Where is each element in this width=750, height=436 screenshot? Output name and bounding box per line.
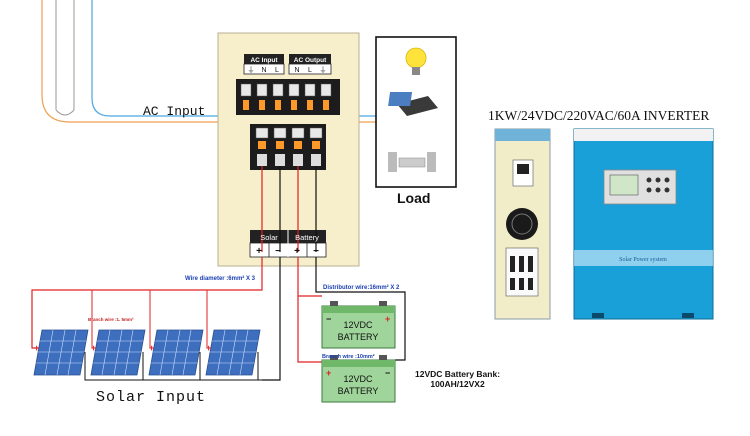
load-box — [375, 36, 457, 188]
svg-text:+: + — [385, 314, 390, 324]
solar-input-label: Solar Input — [96, 389, 207, 406]
inverter-side-view — [494, 128, 551, 320]
battery-bank-label: 12VDC Battery Bank: 100AH/12VX2 — [415, 369, 500, 389]
ac-output-term-n: N — [294, 67, 299, 74]
svg-text:−: − — [385, 368, 390, 378]
svg-text:+: + — [326, 368, 331, 378]
battery-1-line2: BATTERY — [338, 332, 379, 342]
battery-bottom: + − — [321, 355, 396, 403]
ac-output-term-ground: ⏚ — [320, 66, 327, 74]
inverter-front-view: Solar Power system — [573, 128, 714, 320]
lightbulb-icon — [405, 47, 427, 75]
ac-input-title: AC Input — [250, 57, 278, 64]
controller-unit — [217, 32, 360, 267]
ac-input-cables — [41, 0, 255, 123]
ac-input-label: AC Input — [143, 104, 206, 119]
ac-output-term-l: L — [308, 67, 312, 74]
solar-terminal-label: Solar — [260, 233, 278, 242]
solar-panel — [90, 329, 146, 376]
battery-minus-label: − — [313, 246, 319, 257]
battery-bank: − + + − — [321, 301, 396, 403]
branch-wire-battery-label: Branch wire :10mm² — [322, 354, 375, 360]
solar-plus-label: + — [256, 246, 262, 257]
battery-top: − + — [321, 301, 396, 349]
battery-2-line1: 12VDC — [343, 374, 373, 384]
television-icon — [388, 92, 438, 116]
solar-minus-label: − — [275, 246, 281, 257]
load-label: Load — [397, 190, 431, 206]
solar-panel-array: + + + + — [33, 329, 261, 376]
battery-plus-label: + — [294, 246, 300, 257]
svg-text:−: − — [326, 314, 331, 324]
inverter-band-text: Solar Power system — [619, 257, 667, 263]
battery-bank-label-line2: 100AH/12VX2 — [430, 379, 485, 389]
dc-wires — [31, 166, 406, 381]
solar-panel — [148, 329, 204, 376]
wire-diameter-label: Wire diameter :6mm² X 3 — [185, 276, 255, 282]
ac-input-term-n: N — [261, 67, 266, 74]
ac-output-title: AC Output — [294, 57, 327, 64]
svg-text:+: + — [149, 343, 154, 353]
svg-text:+: + — [91, 343, 96, 353]
lcd-screen — [609, 174, 639, 196]
ac-input-header — [244, 54, 284, 64]
distributor-wire-label: Distributor wire:16mm² X 2 — [323, 285, 400, 291]
ac-input-term-ground: ⏚ — [248, 66, 255, 74]
solar-panel — [33, 329, 89, 376]
battery-bank-label-line1: 12VDC Battery Bank: — [415, 369, 501, 379]
battery-1-line1: 12VDC — [343, 320, 373, 330]
svg-text:+: + — [206, 343, 211, 353]
inverter-title: 1KW/24VDC/220VAC/60A INVERTER — [488, 108, 710, 123]
ac-input-term-l: L — [275, 67, 279, 74]
solar-panel — [205, 329, 261, 376]
battery-2-line2: BATTERY — [338, 386, 379, 396]
svg-text:+: + — [34, 343, 39, 353]
ac-output-header — [289, 54, 331, 64]
stereo-icon — [388, 152, 436, 172]
battery-terminal-label: Battery — [295, 233, 319, 242]
branch-wire-solar-label: Branch wire :1. 5mm² — [88, 317, 134, 322]
